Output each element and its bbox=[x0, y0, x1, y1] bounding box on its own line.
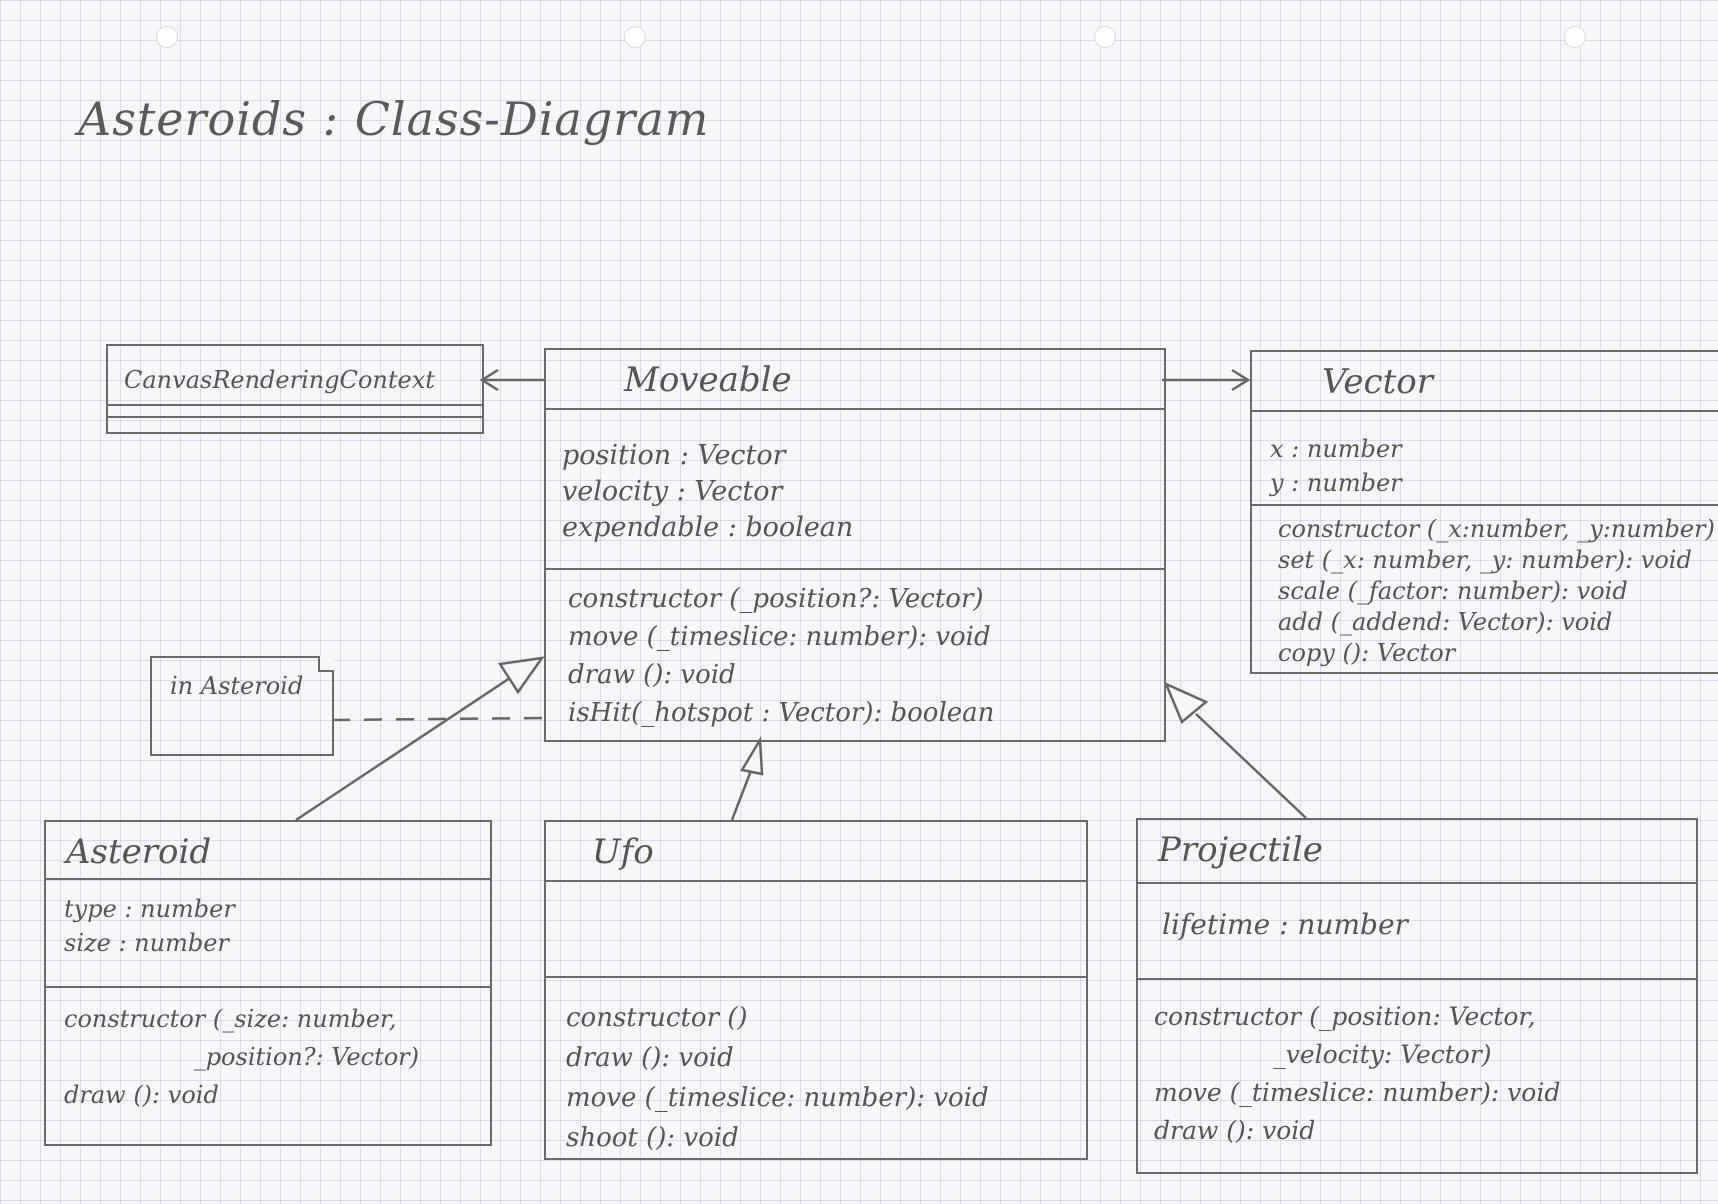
operation: isHit(_hotspot : Vector): boolean bbox=[568, 698, 995, 728]
attribute: lifetime : number bbox=[1162, 908, 1408, 941]
operation: shoot (): void bbox=[566, 1123, 739, 1153]
class-name: Moveable bbox=[624, 360, 792, 400]
operation: constructor (_x:number, _y:number) bbox=[1278, 515, 1715, 543]
attribute: y : number bbox=[1270, 469, 1402, 497]
attribute: position : Vector bbox=[562, 440, 786, 471]
operation: move (_timeslice: number): void bbox=[1154, 1078, 1561, 1107]
operation: constructor () bbox=[566, 1003, 748, 1033]
class-asteroid: Asteroid type : number size : number con… bbox=[44, 820, 492, 1146]
attribute-divider bbox=[1138, 882, 1696, 884]
operation: move (_timeslice: number): void bbox=[568, 622, 991, 652]
class-name: CanvasRenderingContext bbox=[124, 366, 435, 394]
class-projectile: Projectile lifetime : number constructor… bbox=[1136, 818, 1698, 1174]
operation-list: constructor (_size: number, _position?: … bbox=[64, 1000, 419, 1114]
operation-divider bbox=[546, 568, 1164, 570]
attribute: size : number bbox=[64, 929, 229, 957]
inherit-ufo bbox=[730, 767, 754, 821]
attribute-list: x : number y : number bbox=[1270, 432, 1402, 500]
note-text: in Asteroid bbox=[170, 672, 304, 700]
operation: move (_timeslice: number): void bbox=[566, 1083, 989, 1113]
assoc-arrowhead-vector bbox=[1231, 368, 1251, 392]
inherit-triangle-projectile bbox=[1163, 681, 1209, 725]
operation: _velocity: Vector) bbox=[1154, 1040, 1492, 1069]
operation-list: constructor (_x:number, _y:number) set (… bbox=[1278, 514, 1715, 669]
class-name: Ufo bbox=[592, 832, 654, 872]
attribute: velocity : Vector bbox=[562, 476, 783, 507]
attribute-divider bbox=[46, 878, 490, 880]
operation-divider bbox=[108, 416, 482, 418]
class-name: Projectile bbox=[1158, 830, 1323, 870]
attribute: type : number bbox=[64, 895, 235, 923]
attribute-divider bbox=[108, 404, 482, 406]
operation: constructor (_size: number, bbox=[64, 1005, 397, 1033]
attribute-divider bbox=[546, 408, 1164, 410]
operation: add (_addend: Vector): void bbox=[1278, 608, 1613, 636]
operation-divider bbox=[1138, 978, 1696, 980]
attribute-list: lifetime : number bbox=[1162, 908, 1408, 941]
class-ufo: Ufo constructor () draw (): void move (_… bbox=[544, 820, 1088, 1160]
attribute-divider bbox=[1252, 410, 1718, 412]
operation-list: constructor () draw (): void move (_time… bbox=[566, 998, 989, 1158]
inherit-triangle-asteroid bbox=[497, 656, 545, 695]
operation: copy (): Vector bbox=[1278, 639, 1456, 667]
operation: draw (): void bbox=[1154, 1116, 1316, 1145]
class-vector: Vector x : number y : number constructor… bbox=[1250, 350, 1718, 674]
operation-list: constructor (_position: Vector, _velocit… bbox=[1154, 998, 1560, 1150]
inherit-projectile bbox=[1195, 713, 1307, 819]
attribute-list: position : Vector velocity : Vector expe… bbox=[562, 438, 853, 546]
operation: constructor (_position?: Vector) bbox=[568, 584, 984, 614]
inherit-asteroid bbox=[295, 676, 511, 822]
class-name: Vector bbox=[1322, 362, 1433, 402]
attribute: x : number bbox=[1270, 435, 1402, 463]
binder-hole bbox=[1094, 26, 1116, 48]
class-name: Asteroid bbox=[66, 832, 212, 872]
operation-list: constructor (_position?: Vector) move (_… bbox=[568, 580, 994, 732]
operation: draw (): void bbox=[64, 1081, 219, 1109]
diagram-title: Asteroids : Class-Diagram bbox=[78, 92, 710, 146]
operation: draw (): void bbox=[566, 1043, 734, 1073]
operation: _position?: Vector) bbox=[64, 1043, 420, 1071]
attribute-list: type : number size : number bbox=[64, 892, 235, 960]
operation: draw (): void bbox=[568, 660, 736, 690]
note-in-asteroid: in Asteroid bbox=[150, 656, 334, 756]
note-link bbox=[331, 716, 545, 722]
binder-hole bbox=[156, 26, 178, 48]
attribute: expendable : boolean bbox=[562, 512, 854, 543]
inherit-triangle-ufo bbox=[740, 735, 764, 776]
attribute-divider bbox=[546, 880, 1086, 882]
note-fold bbox=[318, 656, 334, 672]
operation-divider bbox=[546, 976, 1086, 978]
operation: constructor (_position: Vector, bbox=[1154, 1002, 1536, 1031]
binder-hole bbox=[1564, 26, 1586, 48]
class-moveable: Moveable position : Vector velocity : Ve… bbox=[544, 348, 1166, 742]
operation-divider bbox=[1252, 504, 1718, 506]
operation: scale (_factor: number): void bbox=[1278, 577, 1628, 605]
operation: set (_x: number, _y: number): void bbox=[1278, 546, 1692, 574]
operation-divider bbox=[46, 986, 490, 988]
class-canvas-rendering-context: CanvasRenderingContext bbox=[106, 344, 484, 434]
binder-hole bbox=[624, 26, 646, 48]
